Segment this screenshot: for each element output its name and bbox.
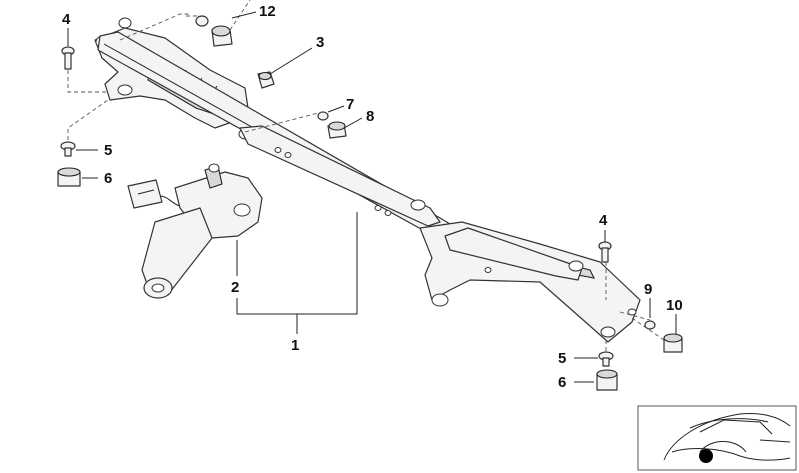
bolt-top-left	[61, 46, 75, 70]
callout-9: 9	[644, 281, 652, 298]
washer-7	[317, 111, 329, 121]
washer-9	[644, 320, 656, 330]
grommet-10	[663, 333, 683, 353]
callout-4-top: 4	[62, 11, 71, 28]
bushing-6-right	[596, 369, 618, 391]
callout-12: 12	[259, 3, 276, 20]
callout-1: 1	[291, 337, 299, 354]
bushing-6-left	[57, 167, 81, 187]
callout-4-right: 4	[599, 212, 608, 229]
callout-6-left: 6	[104, 170, 112, 187]
callout-8: 8	[366, 108, 374, 125]
callout-5-left: 5	[104, 142, 112, 159]
callout-6-right: 6	[558, 374, 566, 391]
grommet-12	[195, 15, 233, 47]
callout-labels: 4 12 3 7 8 5 6 2 1 4 9 10 5 6	[62, 3, 683, 391]
callout-7: 7	[346, 96, 354, 113]
callout-5-right: 5	[558, 350, 566, 367]
callout-3: 3	[316, 34, 324, 51]
screw-5-right	[598, 351, 614, 367]
location-marker	[699, 449, 713, 463]
grommet-8	[327, 121, 347, 139]
callout-2: 2	[231, 279, 239, 296]
assembly-guide-lines	[67, 0, 665, 352]
wiper-motor	[127, 163, 263, 299]
bolt-right	[598, 241, 612, 263]
vehicle-location-thumbnail	[637, 405, 797, 471]
wiper-linkage-frame	[94, 17, 641, 343]
nut-3	[257, 71, 275, 89]
screw-5-left	[60, 141, 76, 157]
leader-lines	[67, 11, 677, 383]
callout-10: 10	[666, 297, 683, 314]
